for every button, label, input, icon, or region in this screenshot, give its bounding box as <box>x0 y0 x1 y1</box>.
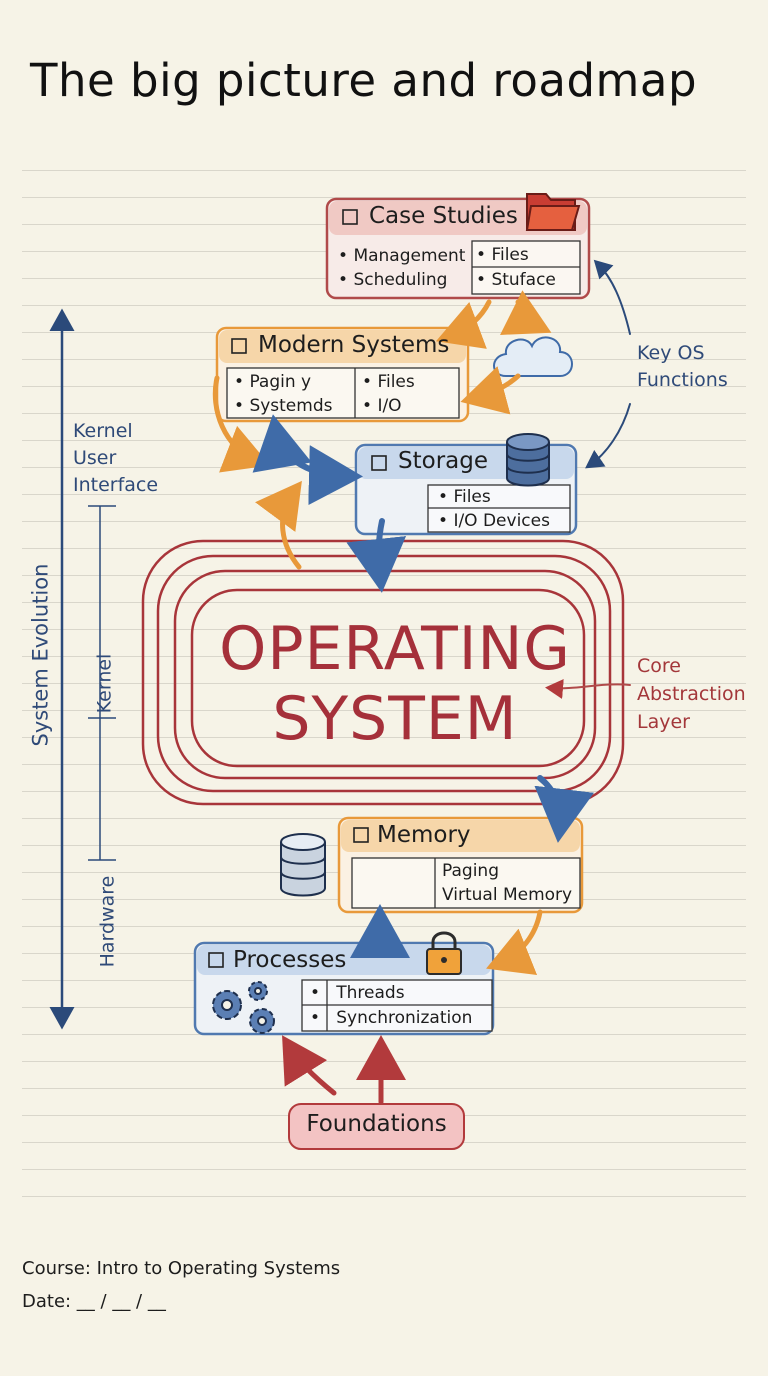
note-line: Functions <box>637 369 728 391</box>
list-item: • Files <box>476 245 529 265</box>
processes-title: Processes <box>233 947 347 973</box>
list-item: • Files <box>438 487 491 507</box>
os-line-1: OPERATING <box>219 614 571 684</box>
list-item-label: Stuface <box>491 270 556 290</box>
core-abstraction-note: Core Abstraction Layer <box>637 652 746 736</box>
date-line: Date: __ / __ / __ <box>22 1291 166 1312</box>
list-item: • Threads <box>310 983 405 1003</box>
list-item: • I/O <box>362 396 402 416</box>
list-item-label: Management <box>353 246 466 266</box>
list-item-label: Files <box>453 487 491 507</box>
list-item-label: Files <box>491 245 529 265</box>
list-item: • Scheduling <box>338 270 448 290</box>
modern-systems-title: Modern Systems <box>258 332 450 358</box>
case-studies-title: Case Studies <box>369 203 518 229</box>
case-studies-box <box>325 197 591 300</box>
list-item: • Files <box>362 372 415 392</box>
gears-icon <box>212 981 275 1034</box>
page-title: The big picture and roadmap <box>30 54 698 107</box>
list-item: • Stuface <box>476 270 556 290</box>
foundations-box <box>288 1103 465 1150</box>
note-line: Abstraction <box>637 683 746 705</box>
list-item-virtual-memory: Virtual Memory <box>442 885 573 905</box>
storage-box <box>354 443 578 536</box>
memory-box <box>337 816 584 914</box>
kernel-user-interface-note: Kernel User Interface <box>73 418 158 499</box>
list-item-paging: Paging <box>442 861 499 881</box>
list-item: • I/O Devices <box>438 511 550 531</box>
list-item-label: Synchronization <box>336 1008 473 1028</box>
list-item: • Management <box>338 246 466 266</box>
hardware-level-label: Hardware <box>96 875 119 968</box>
storage-title: Storage <box>398 448 488 474</box>
list-item: • Pagin y <box>234 372 312 392</box>
note-line: Layer <box>637 711 690 733</box>
key-os-functions-note: Key OS Functions <box>637 340 728 394</box>
note-line: Key OS <box>637 342 705 364</box>
os-line-2: SYSTEM <box>272 684 518 754</box>
kernel-level-label: Kernel <box>93 653 116 714</box>
note-line: User <box>73 447 117 469</box>
course-line: Course: Intro to Operating Systems <box>22 1258 341 1279</box>
cloud-icon <box>493 336 573 377</box>
list-item-label: I/O Devices <box>453 511 550 531</box>
lock-icon <box>426 931 462 975</box>
foundations-label: Foundations <box>306 1111 447 1137</box>
list-item-label: Files <box>377 372 415 392</box>
database-icon <box>280 833 326 897</box>
list-item: • Systemds <box>234 396 333 416</box>
list-item: • Synchronization <box>310 1008 473 1028</box>
database-icon <box>506 433 550 487</box>
list-item-label: I/O <box>377 396 402 416</box>
note-line: Interface <box>73 474 159 496</box>
list-item-label: Pagin y <box>249 372 312 392</box>
list-item-label: Systemds <box>249 396 333 416</box>
system-evolution-label: System Evolution <box>28 563 53 747</box>
folder-icon <box>525 193 581 231</box>
list-item-label: Threads <box>336 983 405 1003</box>
list-item-label: Scheduling <box>353 270 448 290</box>
memory-title: Memory <box>377 822 471 848</box>
note-line: Core <box>637 655 681 677</box>
note-line: Kernel <box>73 420 133 442</box>
